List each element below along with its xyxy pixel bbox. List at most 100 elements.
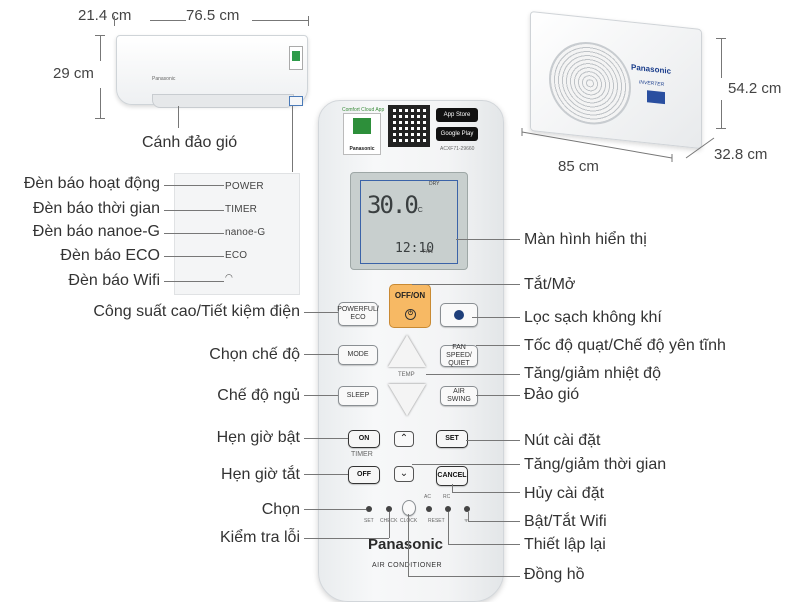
leader-line xyxy=(408,514,409,576)
leader-line xyxy=(304,538,389,539)
rc-label: RC xyxy=(443,494,451,500)
leader-line xyxy=(412,464,520,465)
indoor-height-label: 29 cm xyxy=(53,65,94,82)
dim-tick xyxy=(716,128,726,129)
leader-line xyxy=(178,106,179,128)
leader-line xyxy=(468,512,469,521)
energy-sticker xyxy=(289,46,303,70)
app-store-badge: App Store xyxy=(436,108,478,122)
leader-line xyxy=(304,354,338,355)
reset-label: RESET xyxy=(428,518,445,524)
leader-line xyxy=(164,185,224,186)
check-label: CHECK xyxy=(380,518,398,524)
callout-powerful: Công suất cao/Tiết kiệm điện xyxy=(93,303,300,320)
fan-grille xyxy=(549,37,631,129)
timer-off-button[interactable]: OFF xyxy=(348,466,380,484)
nanoe-button[interactable] xyxy=(440,303,478,327)
app-title: Comfort Cloud App xyxy=(342,107,385,113)
eco-indicator: ECO xyxy=(225,250,248,261)
outdoor-depth-label: 32.8 cm xyxy=(714,146,768,163)
ac-label: AC xyxy=(424,494,431,500)
temp-up-button[interactable] xyxy=(388,335,426,367)
leader-line xyxy=(448,544,520,545)
callout-clock: Đồng hồ xyxy=(524,566,585,583)
outdoor-width-label: 85 cm xyxy=(558,158,599,175)
up-arrow-icon xyxy=(388,335,426,367)
powerful-eco-button[interactable]: POWERFUL/ ECO xyxy=(337,302,379,326)
clock-pin-button[interactable] xyxy=(402,500,416,516)
wifi-pin-button[interactable] xyxy=(464,506,470,512)
select-pin-button[interactable] xyxy=(366,506,372,512)
remote-brand: Panasonic xyxy=(368,536,444,553)
lcd-time: 12:10 xyxy=(395,241,435,256)
lcd-mode: DRY xyxy=(429,181,440,187)
indicator-panel: POWER TIMER nanoe-G ECO ◠ xyxy=(174,173,300,295)
leader-line xyxy=(292,106,293,172)
time-down-button[interactable]: ⌄ xyxy=(394,466,414,482)
dim-line xyxy=(150,20,186,21)
cancel-button[interactable]: CANCEL xyxy=(436,466,468,486)
leader-line xyxy=(164,281,224,282)
energy-label xyxy=(647,90,665,105)
off-on-label: OFF/ON xyxy=(394,291,426,300)
timer-light-label: Đèn báo thời gian xyxy=(32,200,160,217)
dim-line xyxy=(252,20,308,21)
timer-label: TIMER xyxy=(351,451,373,458)
leader-line xyxy=(408,576,520,577)
temp-down-button[interactable] xyxy=(388,384,426,416)
leader-line xyxy=(472,317,520,318)
check-pin-button[interactable] xyxy=(386,506,392,512)
callout-display: Màn hình hiển thị xyxy=(524,231,647,248)
dim-line xyxy=(100,35,101,61)
callout-mode: Chọn chế độ xyxy=(209,346,300,363)
leader-line xyxy=(304,438,348,439)
off-on-button[interactable]: OFF/ON ⏻ xyxy=(389,284,431,328)
leader-line xyxy=(389,512,390,538)
mode-button[interactable]: MODE xyxy=(338,345,378,365)
louver xyxy=(152,94,294,108)
comfort-cloud-app-icon: Panasonic xyxy=(343,113,381,155)
fan-speed-button[interactable]: FAN SPEED/ QUIET xyxy=(440,344,478,367)
indoor-width-label: 76.5 cm xyxy=(186,7,240,24)
leader-line xyxy=(452,492,520,493)
dim-tick xyxy=(95,118,105,119)
callout-onoff: Tắt/Mở xyxy=(524,276,576,293)
callout-sleep: Chế độ ngủ xyxy=(217,387,300,404)
callout-purify: Lọc sạch không khí xyxy=(524,309,662,326)
dim-line xyxy=(721,100,722,128)
louver-label: Cánh đảo gió xyxy=(142,134,238,151)
outdoor-brand: Panasonic xyxy=(631,62,672,76)
timer-indicator: TIMER xyxy=(225,204,258,215)
google-play-badge: Google Play xyxy=(436,127,478,141)
model-number: ACXF71-29660 xyxy=(440,146,475,152)
rc-pin-button[interactable] xyxy=(445,506,451,512)
leader-line xyxy=(476,345,520,346)
leader-line xyxy=(164,210,224,211)
leader-line xyxy=(426,374,520,375)
lcd-fan: FAN xyxy=(423,249,433,255)
callout-set: Nút cài đặt xyxy=(524,432,601,449)
app-name: Panasonic xyxy=(349,146,375,152)
air-swing-button[interactable]: AIR SWING xyxy=(440,386,478,406)
ac-pin-button[interactable] xyxy=(426,506,432,512)
lcd-unit: °C xyxy=(415,207,423,214)
nanoe-indicator: nanoe-G xyxy=(225,227,266,238)
time-up-button[interactable]: ⌃ xyxy=(394,431,414,447)
callout-timer-off: Hẹn giờ tắt xyxy=(221,466,300,483)
callout-timer-on: Hẹn giờ bật xyxy=(216,429,300,446)
callout-reset: Thiết lập lại xyxy=(524,536,606,553)
indoor-brand: Panasonic xyxy=(152,76,176,82)
sleep-button[interactable]: SLEEP xyxy=(338,386,378,406)
leader-line xyxy=(164,256,224,257)
callout-time: Tăng/giảm thời gian xyxy=(524,456,667,473)
timer-on-button[interactable]: ON xyxy=(348,430,380,448)
callout-fan: Tốc độ quạt/Chế độ yên tĩnh xyxy=(524,337,726,354)
indicator-window xyxy=(289,96,303,106)
qr-code xyxy=(388,105,430,147)
power-indicator: POWER xyxy=(225,181,264,192)
leader-line xyxy=(456,239,520,240)
set-button[interactable]: SET xyxy=(436,430,468,448)
callout-wifi: Bật/Tắt Wifi xyxy=(524,513,607,530)
leader-line xyxy=(412,284,520,285)
chevron-up-icon: ⌃ xyxy=(399,433,409,444)
